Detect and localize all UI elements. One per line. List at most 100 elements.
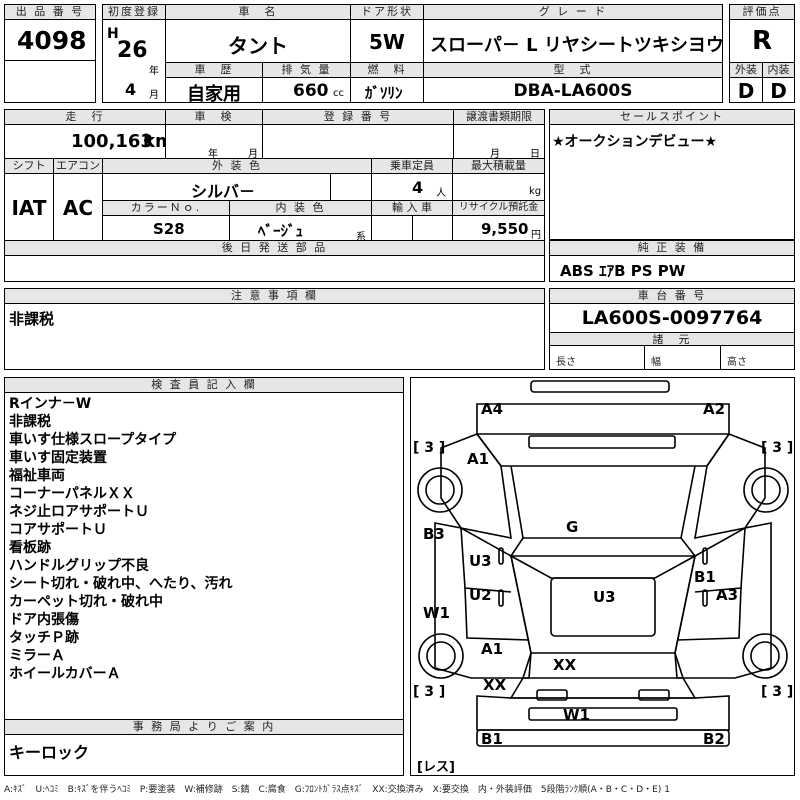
front-nose-outline: [476, 403, 730, 435]
inspector-note-line: 車いす仕様スロープタイプ: [9, 432, 177, 448]
sales-point-cell: ★オークションデビュー★: [549, 124, 795, 240]
right-front-fender: [694, 433, 766, 540]
recycle-label: リサイクル預託金: [452, 200, 545, 216]
tire-left-rear: [ 3 ]: [413, 684, 446, 700]
model-code: DBA-LA600S: [513, 81, 633, 101]
office-notice-cell: キーロック: [4, 734, 404, 776]
damage-mark: B1: [694, 568, 716, 586]
spec-width-label: 幅: [651, 357, 661, 368]
damage-mark: XX: [483, 676, 507, 694]
inspection-cell: 年 月: [165, 124, 263, 160]
displacement-label: 排 気 量: [262, 62, 351, 78]
registration-month: 4: [125, 80, 137, 99]
inspector-note-line: シート切れ・破れ中、へたり、汚れ: [9, 576, 233, 592]
legend-text: A:ｷｽﾞ U:ﾍｺﾐ B:ｷｽﾞを伴うﾍｺﾐ P:要塗装 W:補修跡 S:錆 …: [4, 785, 670, 795]
later-parts-cell: [4, 255, 545, 282]
capacity: 4: [412, 178, 424, 197]
sales-point-label: セールスポイント: [549, 109, 795, 125]
inspector-note-line: コアサポートＵ: [9, 522, 107, 538]
inspector-note-line: ミラーＡ: [9, 648, 65, 664]
spec-label: 諸 元: [549, 332, 795, 346]
inspector-note-line: 福祉車両: [9, 468, 65, 484]
import-cell-b: [412, 215, 453, 241]
damage-mark: A2: [703, 400, 726, 418]
left-front-wheel: [417, 467, 463, 513]
deadline-month-unit: 月: [490, 149, 500, 160]
capacity-label: 乗車定員: [371, 158, 453, 174]
rear-tail-outline: [476, 695, 730, 731]
damage-mark: A1: [481, 640, 504, 658]
shift-label: シフト: [4, 158, 54, 174]
inspection-year-unit: 年: [208, 149, 218, 160]
tire-right-front: [ 3 ]: [761, 440, 794, 456]
lot-number-label: 出 品 番 号: [4, 4, 96, 20]
spec-length-cell: 長さ: [549, 345, 645, 370]
max-load-label: 最大積載量: [452, 158, 545, 174]
equipment-label: 純 正 装 備: [549, 240, 795, 256]
interior-grade: D: [770, 79, 787, 103]
mileage-cell: 100,163 km: [4, 124, 174, 159]
score: R: [751, 26, 773, 56]
hood-outline: [510, 465, 696, 539]
damage-mark: B2: [703, 730, 725, 748]
notes-label: 注 意 事 項 欄: [4, 288, 545, 304]
tire-right-rear: [ 3 ]: [761, 684, 794, 700]
spec-height-label: 高さ: [727, 357, 747, 368]
damage-mark: W1: [423, 604, 450, 622]
score-label: 評価点: [729, 4, 795, 20]
inspector-note-line: コーナーパネルＸＸ: [9, 486, 135, 502]
max-load-cell: kg: [452, 173, 545, 201]
registration-year: 26: [117, 38, 148, 63]
inspection-label: 車 検: [165, 109, 263, 125]
windshield-outline: [509, 537, 697, 557]
interior-color-label: 内 装 色: [229, 200, 372, 216]
car-name-cell: タント: [165, 19, 351, 63]
notes-cell: 非課税: [4, 303, 545, 370]
right-rear-wheel: [742, 633, 788, 679]
car-name-label: 車 名: [165, 4, 351, 20]
month-unit: 月: [149, 90, 159, 101]
registration-number-label: 登 録 番 号: [262, 109, 454, 125]
damage-mark: A4: [481, 400, 504, 418]
shift: IAT: [11, 196, 47, 220]
import-cell-a: [371, 215, 413, 241]
fuel-label: 燃 料: [350, 62, 424, 78]
model-cell: DBA-LA600S: [423, 77, 723, 103]
damage-mark: B1: [481, 730, 503, 748]
chassis-label: 車 台 番 号: [549, 288, 795, 304]
inspector-note-line: ドア内張傷: [9, 612, 79, 628]
damage-mark: B3: [423, 525, 445, 543]
fuel: ｶﾞｿﾘﾝ: [365, 84, 403, 102]
exterior-color-label: 外 装 色: [102, 158, 372, 174]
import-label: 輸 入 車: [371, 200, 453, 216]
damage-mark: U3: [593, 588, 616, 606]
equipment: ABS ｴｱB PS PW: [560, 262, 686, 280]
left-front-fender: [440, 433, 512, 540]
later-parts-label: 後 日 発 送 部 品: [4, 240, 545, 256]
aircon-label: エアコン: [53, 158, 103, 174]
inspector-note-line: カーペット切れ・破れ中: [9, 594, 163, 610]
registration-number-cell: [262, 124, 454, 159]
grade-cell: スローパ－ L リヤシートツキシヨウ: [423, 19, 724, 63]
damage-mark: A1: [467, 450, 490, 468]
roof-outline: [510, 555, 696, 579]
car-diagram: [417, 380, 789, 747]
notes-text: 非課税: [9, 310, 55, 328]
document-deadline-cell: 月 日: [453, 124, 545, 160]
damage-mark: W1: [563, 706, 590, 724]
aircon-cell: AC: [53, 173, 103, 241]
door-label: ドア形状: [350, 4, 424, 20]
exterior-grade-label: 外装: [729, 62, 763, 78]
recycle-fee: 9,550: [481, 220, 529, 238]
displacement-cell: 660 cc: [262, 77, 351, 103]
chassis-number: LA600S-0097764: [581, 307, 763, 329]
recycle-unit: 円: [531, 230, 541, 241]
door-cell: 5W: [350, 19, 424, 63]
interior-color: ﾍﾞｰｼﾞｭ: [258, 222, 304, 240]
capacity-cell: 4 人: [371, 173, 453, 201]
sales-point-text: ★オークションデビュー★: [552, 134, 718, 150]
interior-grade-label: 内装: [762, 62, 795, 78]
chassis-cell: LA600S-0097764: [549, 303, 795, 333]
interior-color-cell: ﾍﾞｰｼﾞｭ 系: [229, 215, 372, 243]
